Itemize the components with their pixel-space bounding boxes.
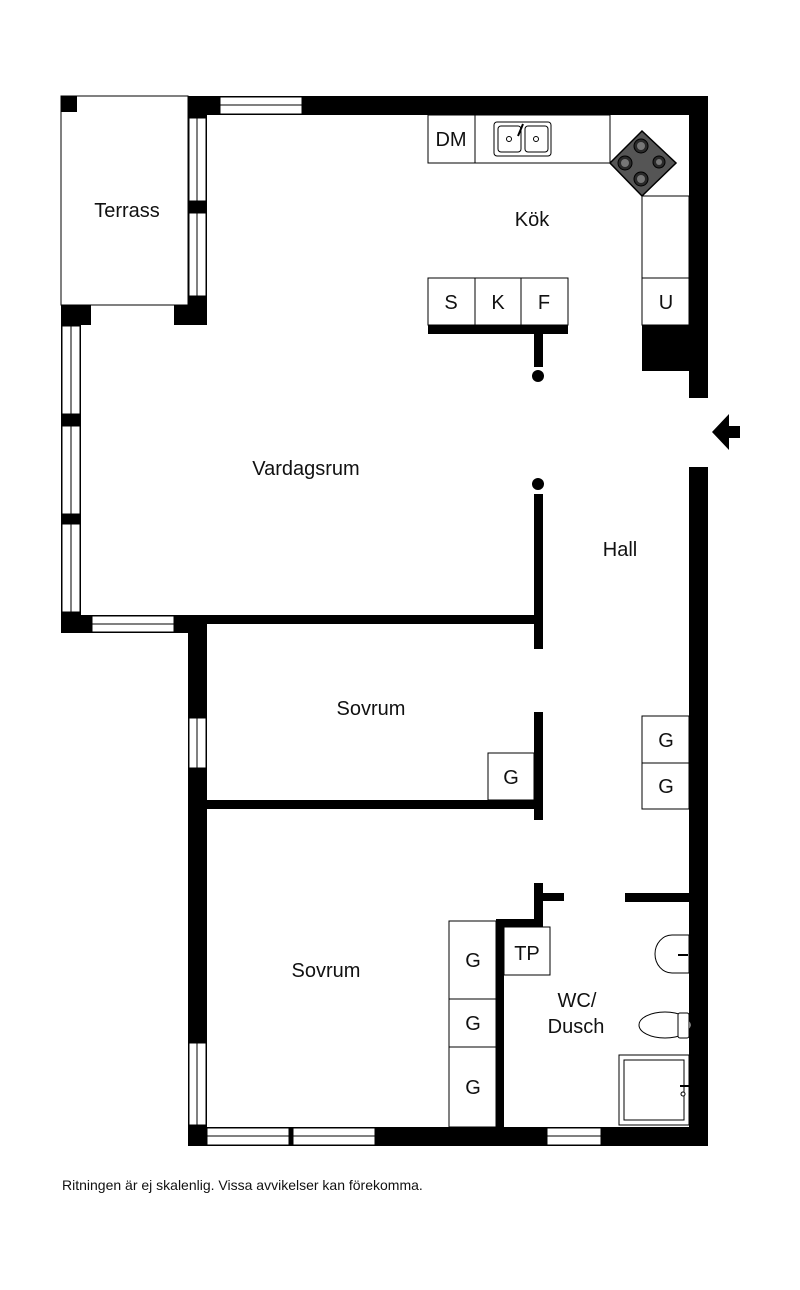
- sink-icon: [493, 121, 552, 157]
- toilet-icon: [638, 1011, 692, 1039]
- wc-tp-label: TP: [514, 943, 540, 965]
- kitchen-u-label: U: [659, 292, 673, 314]
- shower-icon: [618, 1054, 690, 1126]
- dishwasher-label: DM: [435, 129, 466, 151]
- stove-icon: [608, 129, 678, 198]
- kitchen-fixtures: [427, 114, 690, 326]
- hall-wardrobe-1-label: G: [658, 730, 674, 752]
- terrace-outline: [60, 95, 189, 306]
- bedroom2-wardrobe-1-label: G: [465, 950, 481, 972]
- terrace-label: Terrass: [94, 200, 160, 222]
- wc-label-line2: Dusch: [548, 1016, 605, 1038]
- bedroom2-wardrobe-3-label: G: [465, 1077, 481, 1099]
- washbasin-icon: [654, 934, 690, 974]
- disclaimer-text: Ritningen är ej skalenlig. Vissa avvikel…: [62, 1177, 423, 1193]
- hall-wardrobe-2-label: G: [658, 776, 674, 798]
- hall-label: Hall: [603, 539, 637, 561]
- bedroom-1-label: Sovrum: [337, 698, 406, 720]
- living-room-label: Vardagsrum: [252, 458, 359, 480]
- bedroom1-wardrobe-label: G: [503, 767, 519, 789]
- bedroom2-wardrobe-2-label: G: [465, 1013, 481, 1035]
- interior-walls: [207, 325, 708, 1127]
- entrance-arrow-icon: [712, 414, 740, 450]
- wc-label-line1: WC/: [558, 990, 597, 1012]
- pillar: [532, 478, 544, 490]
- kitchen-f-label: F: [538, 292, 550, 314]
- floor-plan: Terrass Kök Vardagsrum Hall Sovrum Sovru…: [60, 95, 740, 1146]
- wardrobes: [448, 715, 690, 1128]
- kitchen-label: Kök: [515, 209, 550, 231]
- kitchen-k-label: K: [491, 292, 505, 314]
- windows: [61, 96, 602, 1146]
- kitchen-s-label: S: [444, 292, 457, 314]
- pillar: [532, 370, 544, 382]
- bedroom-2-label: Sovrum: [292, 960, 361, 982]
